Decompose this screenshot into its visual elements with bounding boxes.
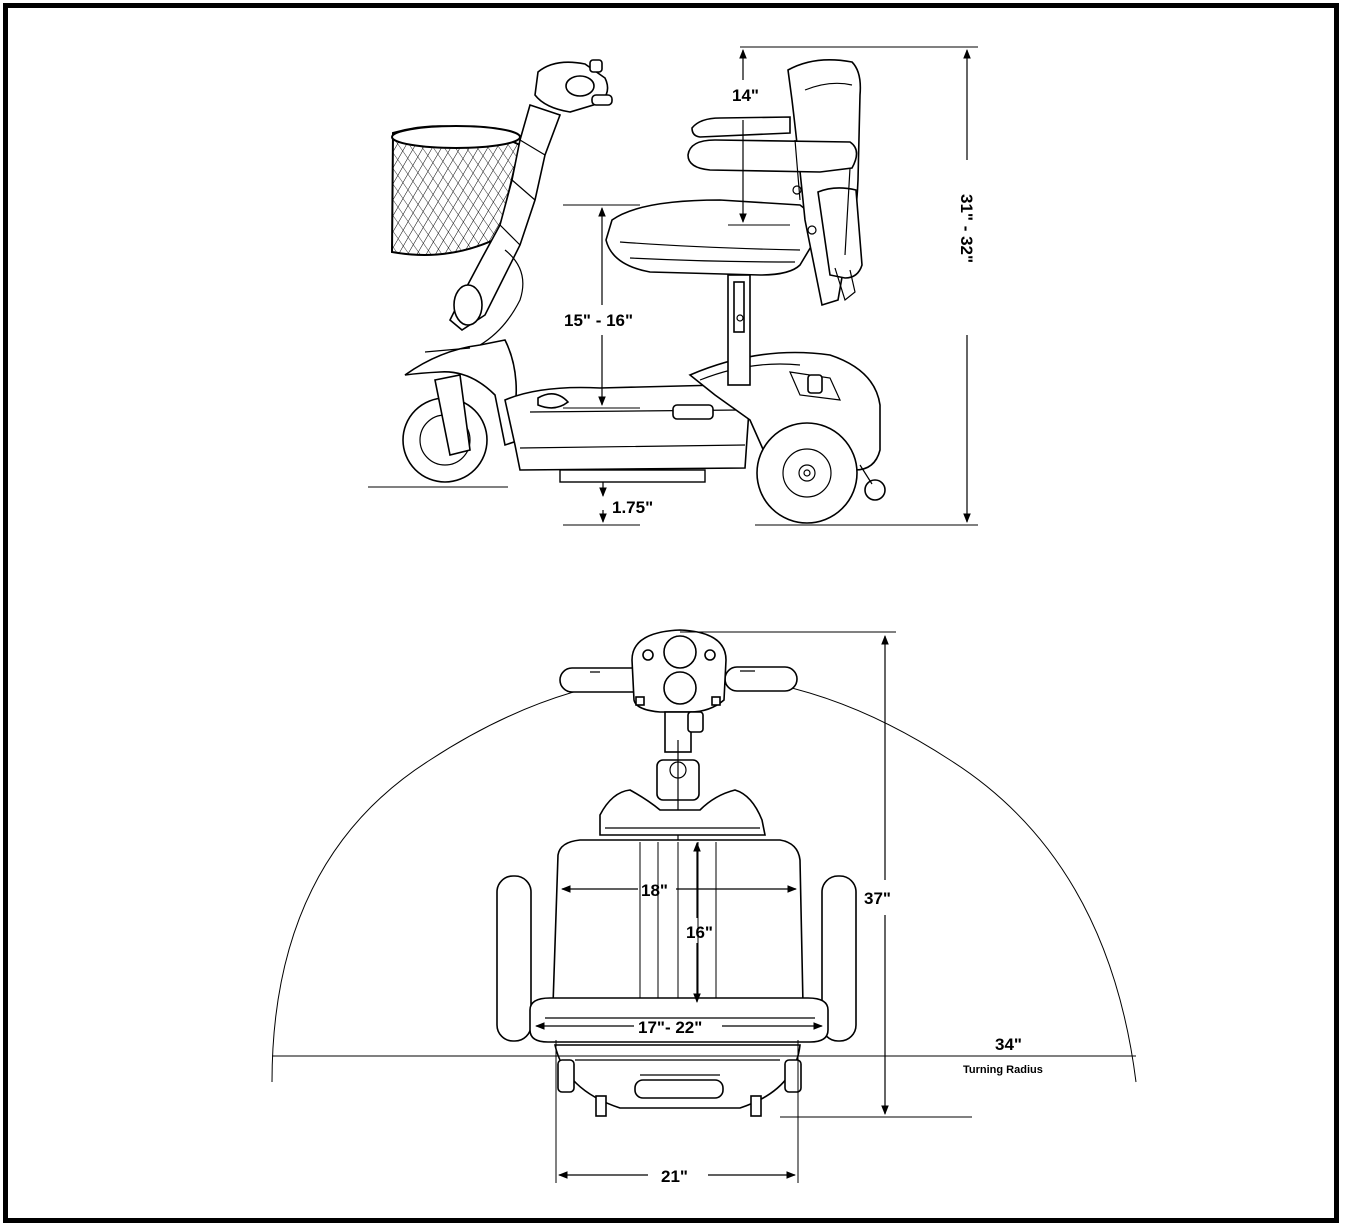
backrest-height-label: 14" <box>732 86 759 105</box>
top-view-dimension-lines <box>272 631 1136 1183</box>
overall-width-label: 21" <box>661 1167 688 1186</box>
overall-height-label: 31" - 32" <box>957 194 976 263</box>
ground-clearance-label: 1.75" <box>612 498 653 517</box>
basket <box>390 125 522 256</box>
top-view-scooter <box>271 629 1137 1117</box>
armrest-width-label: 17"- 22" <box>638 1018 702 1037</box>
turning-radius-value: 34" <box>995 1035 1022 1054</box>
side-view-dimension-lines <box>368 46 978 526</box>
overall-length-label: 37" <box>864 889 891 908</box>
turning-radius-label: Turning Radius <box>963 1064 1043 1076</box>
side-view-scooter <box>390 58 886 524</box>
seat-depth-label: 16" <box>686 923 713 942</box>
seat-width-label: 18" <box>641 881 668 900</box>
seat-height-label: 15" - 16" <box>564 311 633 330</box>
